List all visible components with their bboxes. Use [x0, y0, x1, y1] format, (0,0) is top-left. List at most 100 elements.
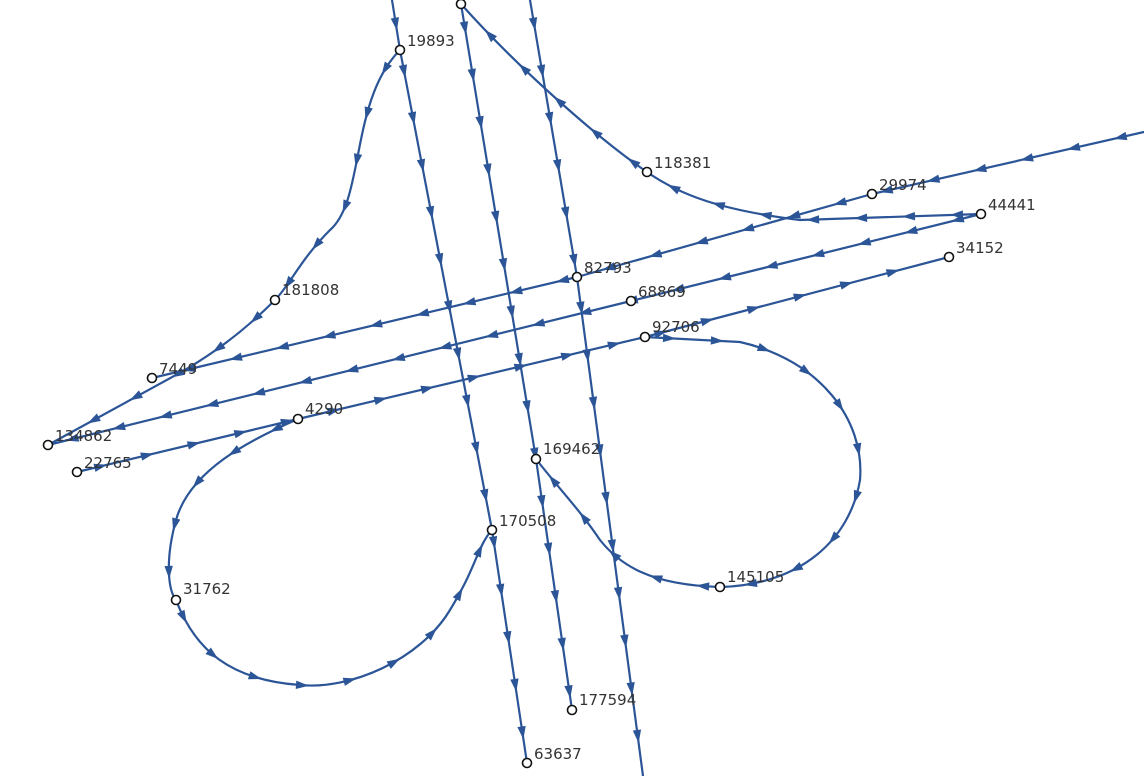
svg-text:44441: 44441 [988, 196, 1036, 214]
direction-arrow [653, 330, 668, 339]
direction-arrow [490, 210, 500, 225]
svg-text:177594: 177594 [579, 691, 636, 709]
direction-arrow [425, 205, 435, 220]
direction-arrow [711, 202, 726, 211]
direction-arrow [926, 174, 941, 183]
direction-arrow [475, 115, 484, 130]
direction-arrow [381, 61, 392, 75]
direction-arrow [798, 364, 812, 376]
map-node: 169462 [530, 440, 600, 465]
map-node: 19893 [394, 32, 455, 56]
direction-arrow [407, 111, 417, 125]
direction-arrow [718, 272, 732, 281]
direction-arrow [973, 163, 987, 173]
node-layer: 19893 118381 29974 44441 34152 82793 688… [42, 0, 1036, 769]
road-segment [150, 130, 1144, 380]
svg-text:7449: 7449 [159, 360, 197, 378]
direction-arrow [904, 225, 918, 235]
direction-arrow [853, 489, 862, 504]
direction-arrow [595, 444, 604, 458]
direction-arrow [811, 248, 825, 258]
direction-arrow [544, 111, 554, 126]
road-segment [534, 335, 862, 589]
direction-arrow [438, 341, 453, 350]
direction-arrow [839, 281, 854, 290]
direction-arrow [787, 210, 801, 219]
direction-arrow [793, 293, 807, 302]
direction-arrow [326, 407, 341, 417]
direction-arrow [576, 301, 585, 315]
direction-arrow [710, 336, 724, 345]
map-node: 4290 [292, 400, 343, 425]
direction-arrow [369, 319, 383, 328]
direction-arrow [129, 390, 143, 401]
direction-arrow [522, 399, 531, 414]
direction-arrow [1066, 142, 1081, 151]
direction-arrow [506, 305, 515, 319]
direction-arrow [364, 106, 373, 120]
direction-arrow [550, 589, 560, 604]
direction-arrow [322, 330, 337, 339]
direction-arrow [671, 283, 686, 292]
svg-text:181808: 181808 [282, 281, 339, 299]
direction-arrow [205, 398, 220, 408]
direction-arrow [342, 677, 357, 686]
map-node: 118381 [641, 154, 711, 178]
direction-arrow [648, 249, 663, 258]
direction-arrow [247, 671, 262, 680]
direction-arrow [543, 542, 553, 556]
direction-arrow [498, 257, 508, 272]
map-node: 7449 [146, 360, 197, 384]
direction-arrow [228, 445, 242, 456]
direction-arrow [345, 364, 359, 373]
svg-text:68869: 68869 [638, 283, 686, 301]
map-node: 29974 [866, 176, 927, 200]
direction-arrow [233, 430, 248, 439]
direction-arrow [700, 318, 714, 327]
direction-arrow [626, 682, 635, 696]
direction-arrow [694, 236, 709, 245]
svg-text:31762: 31762 [183, 580, 231, 598]
svg-text:169462: 169462 [543, 440, 600, 458]
map-node [455, 0, 467, 10]
direction-arrow [467, 68, 476, 82]
direction-arrow [744, 578, 758, 587]
direction-arrow [462, 394, 471, 408]
direction-arrow [832, 398, 844, 412]
direction-arrow [590, 128, 603, 140]
direction-arrow [854, 213, 868, 222]
direction-arrow [560, 352, 575, 361]
svg-text:82793: 82793 [584, 259, 632, 277]
direction-arrow [607, 341, 621, 350]
direction-arrow [280, 418, 294, 428]
direction-arrow [1020, 153, 1034, 162]
direction-arrow [627, 158, 641, 170]
map-node: 177594 [566, 691, 636, 716]
direction-arrow [588, 396, 598, 410]
svg-text:170508: 170508 [499, 512, 556, 530]
direction-arrow [275, 341, 290, 350]
svg-text:134862: 134862 [55, 427, 112, 445]
direction-arrow [342, 199, 352, 213]
direction-arrow [284, 275, 296, 289]
direction-arrow [416, 158, 426, 173]
direction-arrow [537, 494, 546, 509]
direction-arrow [509, 286, 523, 295]
map-node: 170508 [486, 512, 556, 536]
road-segment [46, 212, 983, 447]
direction-arrow-layer [65, 17, 1128, 743]
map-node: 145105 [714, 568, 784, 593]
direction-arrow [443, 300, 453, 314]
map-node: 92706 [639, 318, 700, 343]
direction-arrow [424, 628, 437, 641]
map-node: 63637 [521, 745, 582, 769]
direction-arrow [557, 637, 566, 651]
direction-arrow [758, 211, 773, 221]
direction-arrow [269, 422, 284, 432]
direction-arrow [140, 452, 154, 461]
direction-arrow [172, 517, 181, 532]
direction-arrow [548, 475, 561, 489]
direction-arrow [528, 17, 538, 31]
road-layer [46, 0, 1144, 776]
